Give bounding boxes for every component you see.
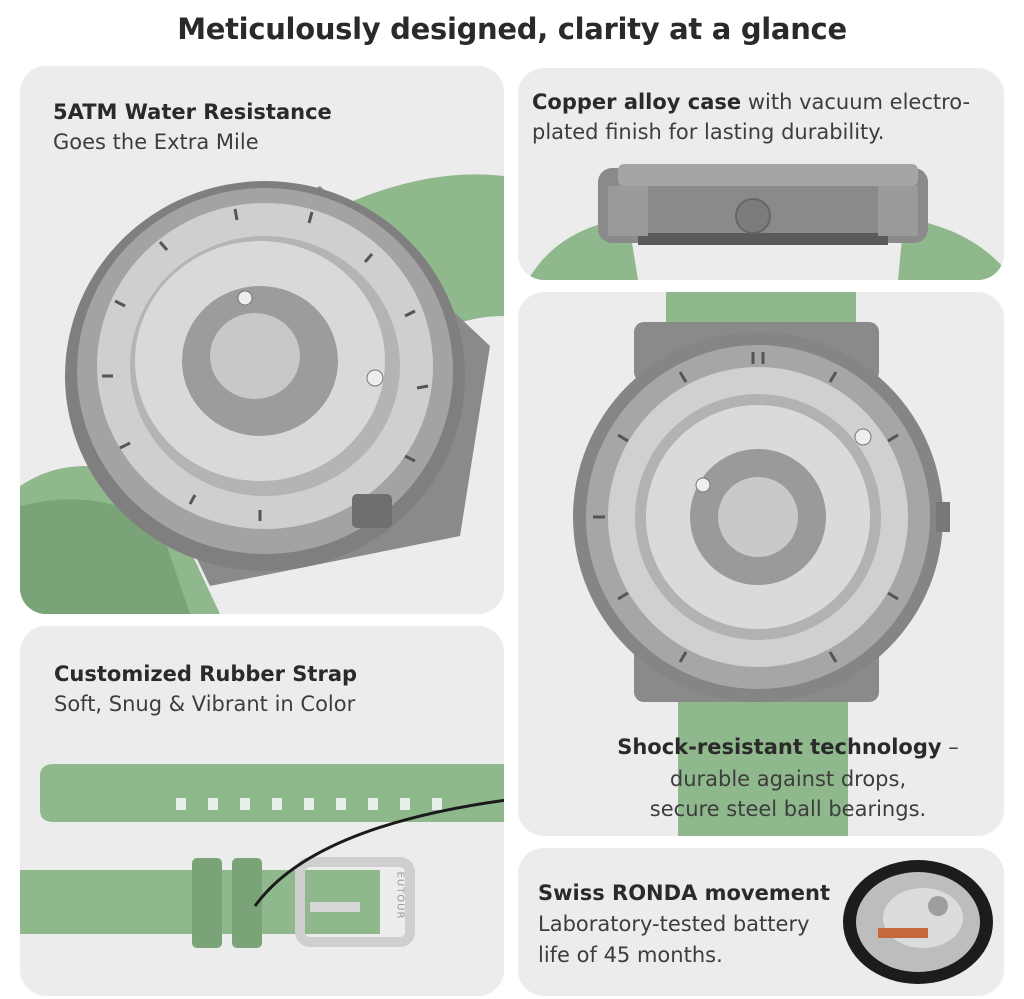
movement-image — [843, 860, 993, 984]
shock-dash: – — [941, 735, 959, 759]
water-resistance-title: 5ATM Water Resistance — [53, 100, 332, 124]
strap-buckle-brand: EUTOUR — [394, 871, 406, 920]
case-description: with vacuum electro-plated finish for la… — [532, 90, 971, 144]
watch-side-view-image — [528, 164, 1004, 280]
shock-title: Shock-resistant technology — [617, 735, 942, 759]
feature-panel-strap: EUTOUR Customized Rubber Strap Soft, Snu… — [20, 626, 504, 996]
water-resistance-subtitle: Goes the Extra Mile — [53, 130, 259, 154]
strap-subtitle: Soft, Snug & Vibrant in Color — [54, 692, 356, 716]
shock-line-2: secure steel ball bearings. — [649, 797, 927, 821]
page-headline: Meticulously designed, clarity at a glan… — [177, 12, 847, 46]
case-title: Copper alloy case — [532, 90, 742, 114]
movement-line-1: Laboratory-tested battery — [538, 912, 810, 936]
movement-line-2: life of 45 months. — [538, 943, 723, 967]
strap-image — [20, 764, 504, 948]
feature-panel-water-resistance: 5ATM Water Resistance Goes the Extra Mil… — [20, 66, 504, 614]
feature-panel-movement: Swiss RONDA movement Laboratory-tested b… — [518, 848, 1004, 996]
movement-title: Swiss RONDA movement — [538, 881, 830, 905]
watch-front-image — [573, 292, 950, 836]
strap-title: Customized Rubber Strap — [54, 662, 358, 686]
shock-line-1: durable against drops, — [669, 767, 907, 791]
watch-tilted-image — [20, 174, 504, 614]
feature-panel-case: Copper alloy case with vacuum electro-pl… — [518, 68, 1004, 280]
feature-panel-shock: Shock-resistant technology – durable aga… — [518, 292, 1004, 836]
